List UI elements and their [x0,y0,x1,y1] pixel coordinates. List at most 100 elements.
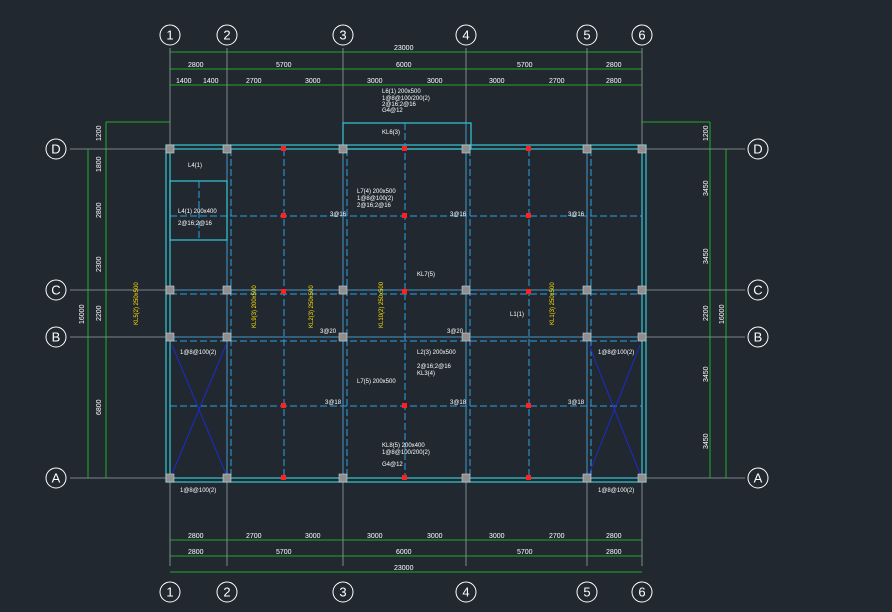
beam-label: KL3(4) [417,371,435,377]
dim-left-0: 1200 [96,125,103,141]
beam-label: KL7(5) [417,272,435,278]
svg-text:6: 6 [638,28,645,43]
svg-text:1: 1 [166,28,173,43]
axis-bubble-B-left: B [45,326,67,348]
dim-top-r1-1: 5700 [276,62,292,69]
rebar-mark: 3@18 [325,400,342,406]
axis-bubble-5-bottom: 5 [576,581,598,603]
dim-top-r2-3: 3000 [305,78,321,85]
dim-top-r1-0: 2800 [188,62,204,69]
dimension-lines [87,51,727,573]
axis-bubble-3-bottom: 3 [332,581,354,603]
axis-bubble-3-top: 3 [332,24,354,46]
beam-label: L2(3) 200x500 [417,350,456,356]
axis-bubble-D-right: D [747,138,769,160]
beam-label: KL6(3) [382,130,400,136]
svg-text:3: 3 [339,585,346,600]
dimension-texts-left: 1200 1800 2800 2300 2200 6800 16000 [79,125,103,415]
axis-bubble-C-left: C [45,279,67,301]
svg-text:6: 6 [638,585,645,600]
dim-top-r1-4: 2800 [606,62,622,69]
beam-label: L4(1) [188,163,202,169]
dim-left-1: 1800 [96,156,103,172]
axis-bubbles-bottom: 1 2 3 4 5 6 [159,581,653,603]
beam-label: L7(5) 200x500 [357,379,396,385]
dim-left-5: 6800 [96,399,103,415]
rebar-mark: 3@16 [568,212,585,218]
rebar-mark: 3@18 [568,400,585,406]
beam-label-yellow: KL10(2) 250x500 [379,281,385,328]
beam-annotations-yellow: KL5(2) 250x500 KL9(3) 200x500 KL2(3) 250… [134,281,556,328]
svg-text:C: C [51,283,60,298]
svg-text:2: 2 [223,28,230,43]
beam-label: 2@16;2@16 [357,203,392,209]
svg-text:4: 4 [462,28,469,43]
rebar-mark: 3@20 [447,329,464,335]
beam-label: 2@16;2@16 [178,221,213,227]
svg-text:B: B [754,330,763,345]
dim-bottom-r2-0: 2800 [188,549,204,556]
svg-text:5: 5 [583,28,590,43]
beam-annotations: L6(1) 200x500 1@8@100/200(2) 2@16;2@16 G… [178,89,524,468]
dim-bottom-r1-6: 2700 [549,533,565,540]
axis-bubble-D-left: D [45,138,67,160]
svg-text:4: 4 [462,585,469,600]
dim-bottom-r1-3: 3000 [367,533,383,540]
dim-right-4: 3450 [703,366,710,382]
svg-text:A: A [52,471,61,486]
dimension-texts-top: 23000 2800 5700 6000 5700 2800 1400 1400… [176,45,622,85]
rebar-mark: 1@8@100(2) [598,488,634,494]
rebar-mark: 1@8@100(2) [598,350,634,356]
rebar-mark: 3@20 [320,329,337,335]
dim-top-r2-5: 3000 [427,78,443,85]
axis-bubble-4-top: 4 [455,24,477,46]
svg-text:1: 1 [166,585,173,600]
dim-top-r2-1: 1400 [203,78,219,85]
dim-left-3: 2300 [96,256,103,272]
beam-label: L7(4) 200x500 [357,189,396,195]
beam-layout [165,122,647,483]
dim-left-2: 2800 [96,202,103,218]
axis-bubble-2-top: 2 [216,24,238,46]
axis-bubble-6-top: 6 [631,24,653,46]
axis-bubble-6-bottom: 6 [631,581,653,603]
beam-label: KL8(5) 200x400 [382,443,425,449]
axis-bubbles-side: D C B A D C B A [45,138,769,489]
svg-text:C: C [753,283,762,298]
axis-bubble-B-right: B [747,326,769,348]
columns [165,144,647,483]
axis-bubbles-top: 1 2 3 4 5 6 [159,24,653,46]
rebar-mark: 3@16 [330,212,347,218]
dimension-texts-bottom: 2800 2700 3000 3000 3000 3000 2700 2800 … [188,533,622,572]
rebar-mark: 3@16 [450,212,467,218]
beam-label: 1@8@100/200(2) [382,450,430,456]
beam-label: L4(1) 200x400 [178,209,217,215]
beam-label: 1@8@100/200(2) [382,96,430,102]
rebar-mark: 3@18 [450,400,467,406]
rebar-mark: 1@8@100(2) [180,488,216,494]
rebar-mark: 1@8@100(2) [180,350,216,356]
beam-label: G4@12 [382,108,403,114]
svg-text:D: D [753,142,762,157]
dim-bottom-r1-1: 2700 [246,533,262,540]
dim-right-0: 1200 [703,125,710,141]
axis-bubble-2-bottom: 2 [216,581,238,603]
beam-label: 1@8@100(2) [357,196,393,202]
svg-text:3: 3 [339,28,346,43]
beam-intersection-marks [281,146,531,480]
axis-bubble-1-top: 1 [159,24,181,46]
svg-text:A: A [754,471,763,486]
axis-bubble-A-right: A [747,467,769,489]
dim-top-r1-2: 6000 [396,62,412,69]
svg-text:5: 5 [583,585,590,600]
beam-label: 2@16;2@16 [417,364,452,370]
dim-bottom-overall: 23000 [394,565,414,572]
dim-bottom-r1-5: 3000 [489,533,505,540]
dim-bottom-r1-2: 3000 [305,533,321,540]
beam-label-yellow: KL2(3) 250x500 [309,285,315,328]
dim-bottom-r1-0: 2800 [188,533,204,540]
svg-text:B: B [52,330,61,345]
dim-bottom-r2-1: 5700 [276,549,292,556]
beam-label-yellow: KL9(3) 200x500 [252,285,258,328]
